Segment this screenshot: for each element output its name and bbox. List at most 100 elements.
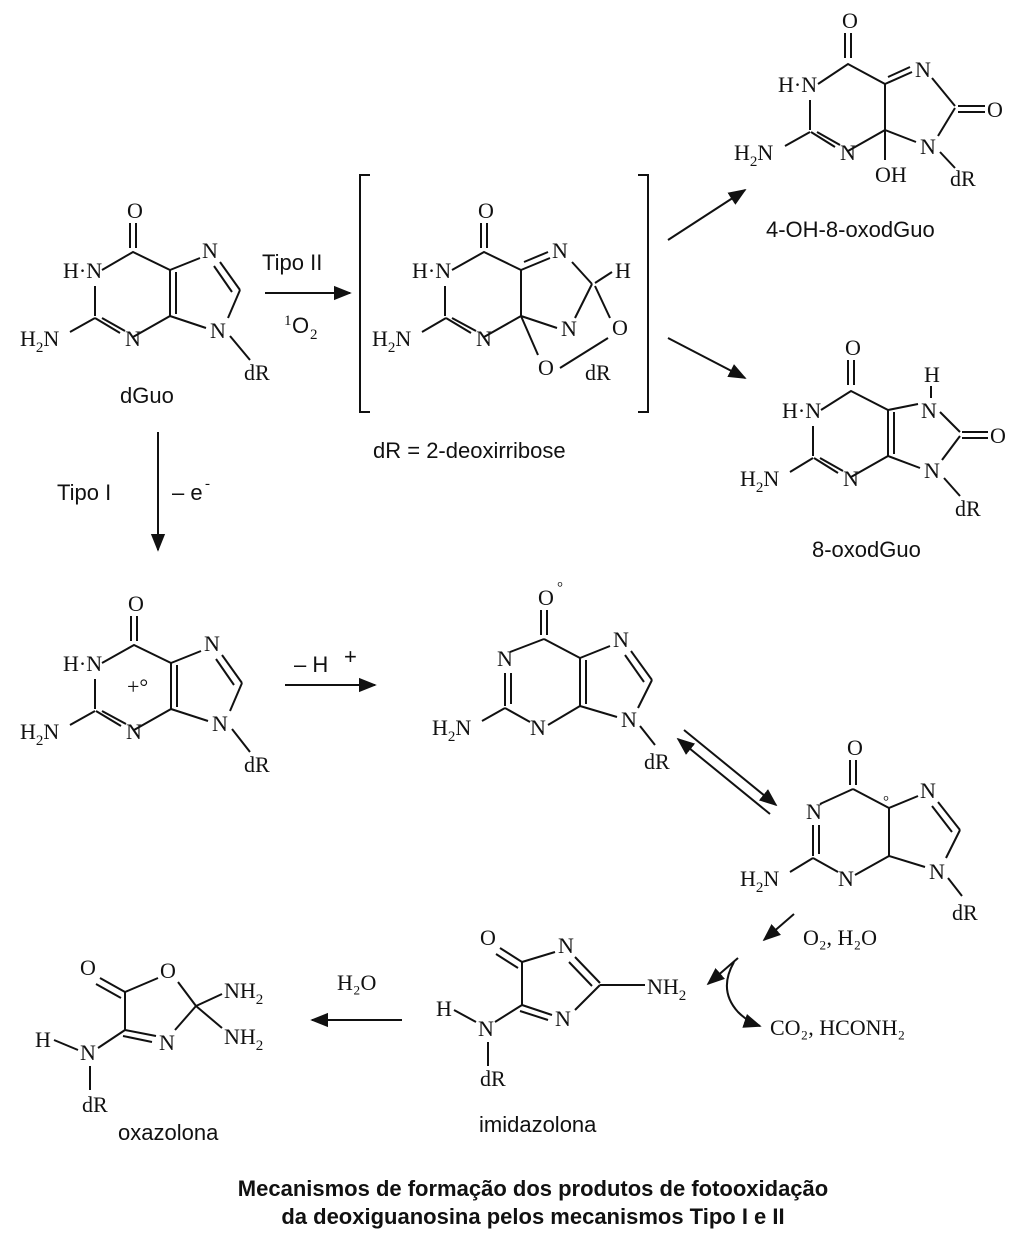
svg-text:N: N	[806, 799, 822, 824]
svg-text:N: N	[558, 933, 574, 958]
minus-e-sup: -	[205, 476, 210, 492]
svg-text:N: N	[210, 318, 226, 343]
svg-text:O: O	[538, 585, 554, 610]
imidazolone-structure: O N NH2 N N H dR imidazolona	[436, 925, 686, 1137]
caption-line-1: Mecanismos de formação dos produtos de f…	[238, 1176, 828, 1201]
svg-text:H·N: H·N	[63, 651, 102, 676]
oxodguo-label: 8-oxodGuo	[812, 537, 921, 562]
svg-text:O: O	[538, 355, 554, 380]
dr-definition: dR = 2-deoxirribose	[373, 438, 566, 463]
svg-text:O: O	[987, 97, 1003, 122]
radical-mark-c5: °	[883, 794, 889, 810]
oxazolone-structure: O O NH2 NH2 N N H dR oxazolona	[35, 955, 263, 1145]
svg-text:N: N	[915, 57, 931, 82]
hydrolysis-arrow: H₂O	[310, 970, 402, 1028]
radical-cation-mark: +°	[127, 674, 148, 699]
minus-e-label: – e	[172, 480, 203, 505]
singlet-o: O	[292, 313, 309, 338]
svg-text:dR: dR	[82, 1092, 108, 1117]
svg-text:dR: dR	[244, 752, 270, 777]
oxodguo-structure: O H·N N H2N H N O N dR 8-oxodGuo	[740, 335, 1006, 562]
svg-text:N: N	[476, 326, 492, 351]
deprotonation-arrow: – H +	[285, 644, 377, 693]
svg-text:O: O	[847, 735, 863, 760]
oxidation-arrows: O₂, H₂O CO₂, HCONH₂	[706, 913, 905, 1040]
svg-text:N: N	[126, 719, 142, 744]
svg-text:N: N	[497, 646, 513, 671]
caption-line-2: da deoxiguanosina pelos mecanismos Tipo …	[281, 1204, 784, 1229]
svg-text:N: N	[159, 1030, 175, 1055]
svg-text:O: O	[612, 315, 628, 340]
c5-radical-structure: O N ° N H2N N N dR	[740, 735, 978, 925]
svg-text:OH: OH	[875, 162, 907, 187]
svg-text:H: H	[924, 362, 940, 387]
hydroxy-oxodguo-label: 4-OH-8-oxodGuo	[766, 217, 935, 242]
svg-text:H2N: H2N	[734, 140, 773, 170]
svg-text:N: N	[621, 707, 637, 732]
svg-text:N: N	[843, 466, 859, 491]
svg-text:H: H	[615, 258, 631, 283]
svg-text:H2N: H2N	[432, 715, 471, 745]
svg-text:dR: dR	[952, 900, 978, 925]
svg-text:N: N	[555, 1006, 571, 1031]
svg-text:N: N	[920, 134, 936, 159]
svg-text:O: O	[842, 8, 858, 33]
svg-text:N: N	[202, 238, 218, 263]
imidazolone-label: imidazolona	[479, 1112, 597, 1137]
svg-text:O: O	[127, 198, 143, 223]
svg-text:N: N	[212, 711, 228, 736]
svg-text:N: N	[921, 398, 937, 423]
svg-text:O: O	[990, 423, 1006, 448]
tipo2-arrow: Tipo II 1 O 2	[262, 250, 352, 343]
h2o-label: H₂O	[337, 970, 376, 995]
svg-text:N: N	[929, 859, 945, 884]
svg-text:N: N	[613, 627, 629, 652]
dguo-structure: O H·N N H2N N N dR dGuo	[20, 198, 270, 408]
svg-text:O: O	[80, 955, 96, 980]
svg-text:H: H	[35, 1027, 51, 1052]
equilibrium-arrows	[676, 729, 778, 815]
singlet-sup: 1	[284, 313, 292, 329]
svg-text:H·N: H·N	[778, 72, 817, 97]
svg-text:NH2: NH2	[647, 974, 686, 1004]
svg-text:H2N: H2N	[20, 326, 59, 356]
svg-text:N: N	[530, 715, 546, 740]
co2-label: CO₂, HCONH₂	[770, 1015, 905, 1040]
svg-text:H·N: H·N	[782, 398, 821, 423]
neutral-radical-structure: O ° N N H2N N N dR	[432, 580, 670, 774]
svg-text:H2N: H2N	[20, 719, 59, 749]
svg-text:N: N	[561, 316, 577, 341]
svg-text:O: O	[160, 958, 176, 983]
svg-text:dR: dR	[950, 166, 976, 191]
arrow-to-4oh	[667, 189, 747, 241]
svg-text:O: O	[845, 335, 861, 360]
svg-text:O: O	[128, 591, 144, 616]
oxazolone-label: oxazolona	[118, 1120, 219, 1145]
svg-text:H: H	[436, 996, 452, 1021]
svg-text:N: N	[125, 326, 141, 351]
svg-text:O: O	[480, 925, 496, 950]
o2-h2o-label: O₂, H₂O	[803, 925, 877, 950]
svg-text:N: N	[840, 140, 856, 165]
svg-text:dR: dR	[480, 1066, 506, 1091]
svg-text:N: N	[838, 866, 854, 891]
svg-text:H·N: H·N	[63, 258, 102, 283]
svg-text:dR: dR	[644, 749, 670, 774]
minus-h-sup: +	[344, 644, 357, 669]
svg-text:H2N: H2N	[740, 466, 779, 496]
radical-cation-structure: O H·N N H2N +° N N dR	[20, 591, 270, 777]
svg-text:O: O	[478, 198, 494, 223]
svg-text:N: N	[204, 631, 220, 656]
svg-text:NH2: NH2	[224, 978, 263, 1008]
svg-text:N: N	[924, 458, 940, 483]
radical-mark-o: °	[557, 580, 563, 596]
svg-text:N: N	[80, 1040, 96, 1065]
svg-text:H2N: H2N	[740, 866, 779, 896]
arrow-to-8oxo	[667, 337, 747, 379]
singlet-sub: 2	[310, 327, 318, 343]
svg-text:H2N: H2N	[372, 326, 411, 356]
svg-text:N: N	[552, 238, 568, 263]
tipo2-label: Tipo II	[262, 250, 322, 275]
